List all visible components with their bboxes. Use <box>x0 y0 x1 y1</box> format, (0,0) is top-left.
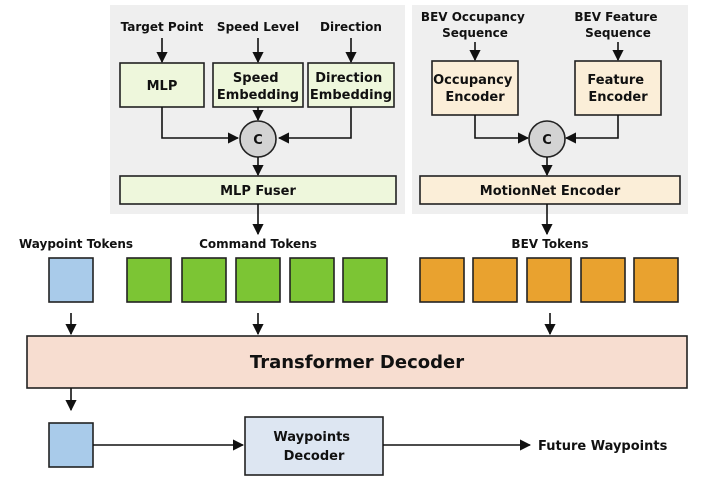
command-tokens-label: Command Tokens <box>199 237 317 251</box>
waypoints-decoder-box <box>244 416 384 476</box>
bev-token <box>472 257 518 303</box>
output-waypoint-token <box>48 422 94 468</box>
speed-level-label: Speed Level <box>217 20 299 34</box>
bev-occupancy-label: BEV Occupancy Sequence <box>421 10 529 40</box>
command-token <box>235 257 281 303</box>
transformer-decoder-box <box>26 335 688 389</box>
motionnet-encoder-box <box>419 175 681 205</box>
speed-embedding-label: Speed Embedding <box>217 71 299 103</box>
bev-token-group <box>419 257 679 303</box>
motionnet-encoder-label: MotionNet Encoder <box>480 184 621 199</box>
target-point-label: Target Point <box>121 20 204 34</box>
mlp-fuser-label: MLP Fuser <box>220 184 296 199</box>
concat-symbol-left: C <box>253 133 263 148</box>
command-token <box>342 257 388 303</box>
concat-symbol-right: C <box>542 133 552 148</box>
command-token <box>181 257 227 303</box>
occupancy-encoder-box <box>431 60 519 116</box>
command-token <box>126 257 172 303</box>
waypoints-decoder-label: Waypoints Decoder <box>273 430 354 464</box>
waypoint-token <box>48 257 94 303</box>
mlp-label: MLP <box>147 79 178 94</box>
bev-feature-label: BEV Feature Sequence <box>574 10 661 40</box>
direction-label: Direction <box>320 20 382 34</box>
feature-encoder-label: Feature Encoder <box>587 73 648 105</box>
direction-embedding-label: Direction Embedding <box>310 71 392 103</box>
occupancy-encoder-label: Occupancy Encoder <box>433 73 517 105</box>
command-token <box>289 257 335 303</box>
transformer-decoder-label: Transformer Decoder <box>250 352 464 373</box>
feature-encoder-box <box>574 60 662 116</box>
mlp-box <box>119 62 205 108</box>
command-token-group <box>126 257 388 303</box>
bev-token <box>526 257 572 303</box>
direction-embedding-box <box>307 62 395 108</box>
waypoint-tokens-label: Waypoint Tokens <box>19 237 133 251</box>
bev-token <box>633 257 679 303</box>
future-waypoints-label: Future Waypoints <box>538 439 668 454</box>
bev-token <box>419 257 465 303</box>
bev-token <box>580 257 626 303</box>
bev-tokens-label: BEV Tokens <box>511 237 588 251</box>
